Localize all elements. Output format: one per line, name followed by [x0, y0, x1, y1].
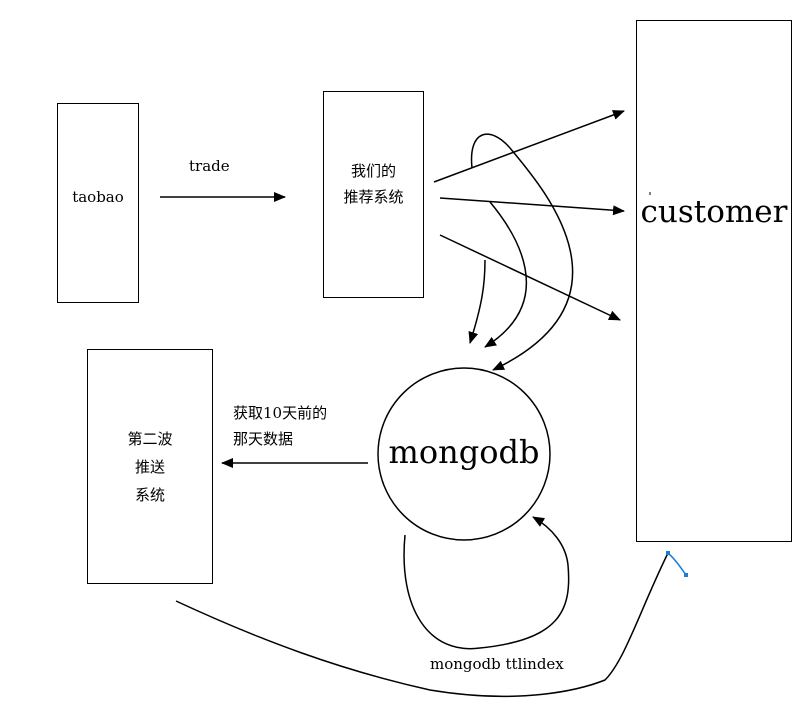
recommender-box: [323, 91, 424, 298]
customer-accent-handle-1: [666, 551, 670, 555]
second-push-to-customer-curve: [175, 552, 669, 698]
rec-to-customer-arrow-3: [439, 234, 621, 321]
fetch-label-line-1: 获取10天前的: [233, 404, 328, 422]
fetch-label-line-2: 那天数据: [233, 430, 294, 448]
taobao-box: [57, 103, 139, 303]
second-push-box: [87, 349, 213, 584]
rec-to-mongodb-curve-2: [484, 201, 528, 348]
rec-to-customer-arrow-2: [439, 197, 625, 216]
customer-accent-stroke: [667, 552, 687, 576]
second-push-label-line-2: 推送: [134, 458, 165, 476]
second-push-label: 第二波 推送 系统: [87, 425, 213, 509]
trade-label: trade: [189, 157, 230, 175]
second-push-label-line-3: 系统: [134, 486, 165, 504]
rec-to-mongodb-curve-1: [468, 259, 486, 344]
second-push-label-line-1: 第二波: [127, 430, 173, 448]
ttl-loop: [403, 516, 570, 650]
ttl-label: mongodb ttlindex: [430, 655, 564, 673]
mongodb-circle: [377, 367, 551, 541]
recommender-label: 我们的 推荐系统: [323, 158, 424, 210]
customer-accent-handle-2: [684, 573, 688, 577]
customer-box: [636, 20, 792, 542]
recommender-label-line-2: 推荐系统: [343, 188, 404, 206]
customer-label: customer: [640, 194, 788, 230]
rec-to-mongodb-curve-3: [470, 133, 574, 371]
taobao-label: taobao: [72, 188, 124, 206]
fetch-label: 获取10天前的 那天数据: [233, 400, 327, 452]
rec-to-customer-arrow-1: [433, 110, 625, 183]
mongodb-label: mongodb: [388, 433, 540, 471]
recommender-label-line-1: 我们的: [350, 162, 396, 180]
